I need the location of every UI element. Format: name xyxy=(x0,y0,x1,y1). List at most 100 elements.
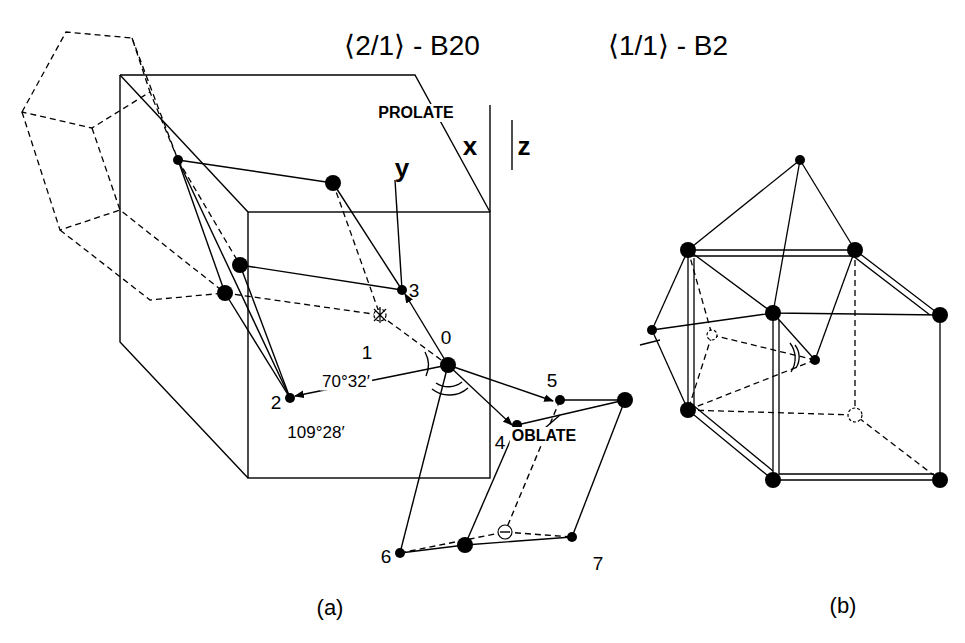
small-atom xyxy=(647,325,657,335)
small-atom xyxy=(173,155,183,165)
minus-mark xyxy=(500,531,510,532)
cube-edge xyxy=(688,256,930,315)
small-atom xyxy=(810,355,820,365)
structure-heading: ⟨1/1⟩ - B2 xyxy=(606,31,730,61)
rhomb-edge xyxy=(572,400,625,537)
axis-line xyxy=(489,105,490,212)
callout-number: 0 xyxy=(439,327,454,348)
cube-edge xyxy=(688,250,940,315)
dashed-edge xyxy=(92,128,225,293)
rhomb-edge xyxy=(400,365,448,553)
dashed-edge xyxy=(505,532,572,537)
leader-line xyxy=(640,340,660,345)
angle-arc xyxy=(432,388,468,395)
cube-edge xyxy=(120,75,248,212)
minus-site xyxy=(498,525,512,539)
atom-dots xyxy=(173,155,633,558)
dashed-edge xyxy=(333,183,448,365)
rhomb-edge xyxy=(333,183,402,290)
large-atom xyxy=(232,257,248,273)
b2-cube xyxy=(640,160,940,480)
rhomb-edge xyxy=(178,160,290,398)
callout-number: 4 xyxy=(493,432,508,453)
dashed-center xyxy=(374,307,386,323)
angle-arc xyxy=(436,382,462,387)
angle-arc xyxy=(790,343,795,372)
small-atom xyxy=(555,395,565,405)
rhomb-edge xyxy=(652,250,688,330)
rhomb-edge xyxy=(465,537,572,545)
hidden-edge xyxy=(688,410,855,415)
dashed-edge xyxy=(505,400,560,532)
callout-number: 1 xyxy=(360,342,375,363)
rhomb-edge xyxy=(800,160,855,250)
dashed-edge xyxy=(60,230,225,300)
oblate-rhombohedron xyxy=(400,365,625,553)
cube-edge xyxy=(773,313,940,480)
hidden-edge xyxy=(688,250,712,335)
hidden-atom xyxy=(848,408,862,422)
large-atom xyxy=(440,357,456,373)
large-atom xyxy=(457,537,473,553)
large-atom xyxy=(932,472,948,488)
star-mark xyxy=(374,307,386,323)
site-circle xyxy=(498,525,512,539)
rhomb-edge xyxy=(815,250,855,360)
cube-edge xyxy=(688,250,773,480)
dashed-edge xyxy=(400,532,505,553)
rhomb-edge xyxy=(240,265,402,290)
structure-heading: ⟨2/1⟩ - B20 xyxy=(342,31,482,61)
axis-label: x xyxy=(461,132,479,160)
b2-atoms xyxy=(647,155,948,488)
large-atom xyxy=(325,175,341,191)
angle-label: 109°28′ xyxy=(285,423,346,442)
cube-edge xyxy=(694,258,773,471)
dashed-face xyxy=(22,32,150,128)
rhomb-edge xyxy=(178,160,225,293)
cube-face xyxy=(248,212,490,478)
vector-arrow xyxy=(448,365,512,425)
large-atom xyxy=(680,242,696,258)
cube-outline xyxy=(120,75,512,478)
small-atom xyxy=(397,285,407,295)
small-atom xyxy=(567,532,577,542)
large-atom xyxy=(765,472,781,488)
double-edges xyxy=(688,250,940,480)
axis-label: y xyxy=(393,154,411,182)
rhomb-edge xyxy=(688,160,800,250)
prolate-rhombohedron xyxy=(178,160,468,398)
callout-number: 7 xyxy=(591,553,606,574)
small-atom xyxy=(395,548,405,558)
angle-arc xyxy=(425,352,428,376)
large-atom xyxy=(217,285,233,301)
axis-line xyxy=(511,120,512,170)
rhomb-edge xyxy=(225,293,290,398)
small-atom xyxy=(795,155,805,165)
rhomb-edge xyxy=(178,160,333,183)
callout-number: 5 xyxy=(545,370,560,391)
vector-arrow xyxy=(448,365,553,401)
rhomb-edge xyxy=(240,265,290,398)
angle-label: 70°32′ xyxy=(320,372,372,391)
cube-edge xyxy=(120,75,248,478)
panel-label: (a) xyxy=(315,596,346,620)
cube-edge xyxy=(120,75,490,212)
large-atom xyxy=(765,305,781,321)
callout-number: 3 xyxy=(407,280,422,301)
hidden-edge xyxy=(688,335,712,410)
hidden-edge xyxy=(855,250,940,480)
rhomb-edge xyxy=(652,313,773,330)
axis-label: z xyxy=(516,132,533,160)
small-atom xyxy=(285,393,295,403)
callout-number: 2 xyxy=(269,392,284,413)
dashed-polyhedron xyxy=(22,32,448,365)
panel-label: (b) xyxy=(828,594,859,618)
rhomb-edge xyxy=(517,400,625,425)
rhomb-edge xyxy=(652,330,688,410)
large-atom xyxy=(680,402,696,418)
dashed-edge xyxy=(22,112,120,230)
rhomb-edge xyxy=(560,399,625,400)
hidden-atom xyxy=(707,330,717,340)
